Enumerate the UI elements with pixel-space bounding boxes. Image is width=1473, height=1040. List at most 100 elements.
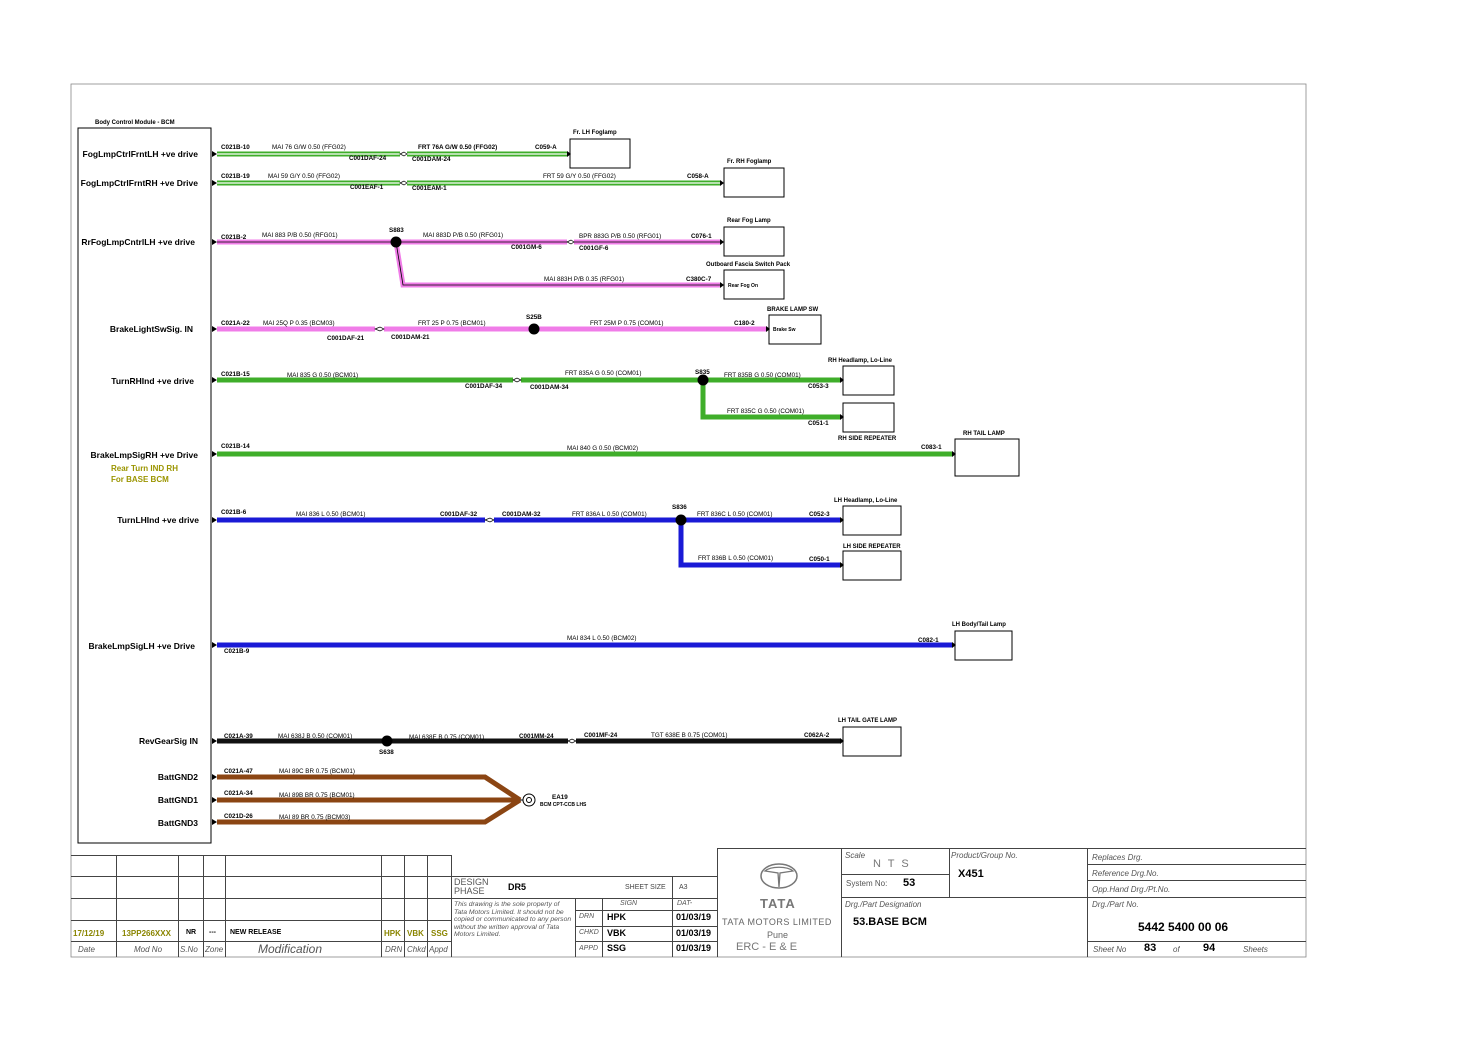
signal-brake-rh: BrakeLmpSigRH +ve Drive [91,450,199,460]
fog-lh-inline-f: C001DAF-24 [349,155,387,162]
load-connector-arrows [567,151,956,744]
sign-label: SIGN [620,900,638,907]
fog-lh-inline-m: C001DAM-24 [412,156,451,163]
opp-hand-label: Opp.Hand Drg./Pt.No. [1092,885,1171,894]
load-box-lh-body-tail [954,630,1013,661]
load-box-rr-fog [723,226,785,257]
drawing-frame [70,83,1307,958]
rev-modification: NEW RELEASE [230,929,282,936]
fog-rh-load-conn: C058-A [687,173,709,180]
bcm-connector-arrows [212,151,217,825]
note-line-2: For BASE BCM [111,475,169,484]
inline-connector-markers [374,151,577,744]
appr-drn-date: 01/03/19 [676,912,712,922]
total-sheets: 94 [1203,942,1216,954]
brakerh-load-conn: C083-1 [921,444,942,451]
rev-inline-m: C001MM-24 [519,733,554,740]
rev-chkd: VBK [407,929,424,938]
turnlh-frt2: FRT 836C L 0.50 (COM01) [697,511,772,518]
fog-lh-frt: FRT 76A G/W 0.50 (FFG02) [418,144,497,151]
turnlh-branch-load: LH SIDE REPEATER [843,544,901,550]
brakerh-load: RH TAIL LAMP [963,431,1005,437]
load-box-lh-repeater [842,550,902,581]
fog-lh-load: Fr. LH Foglamp [573,130,617,136]
signal-rr-fog: RrFogLmpCntrlLH +ve drive [81,237,195,247]
brakesw-mai: MAI 25Q P 0.35 (BCM03) [263,320,335,327]
wire-rr-fog [217,239,720,288]
brakerh-mai: MAI 840 G 0.50 (BCM02) [567,445,638,452]
fog-rh-inline-m: C001EAM-1 [412,185,447,192]
hdr-s-no: S.No [180,945,198,954]
appr-appd-role: APPD [579,945,599,952]
turnrh-load: RH Headlamp, Lo-Line [828,358,893,364]
rev-bcm-conn: C021A-39 [224,733,253,740]
fog-rh-load: Fr. RH Foglamp [727,159,772,165]
signal-gnd2: BattGND2 [158,772,198,782]
rrfog-load-conn: C076-1 [691,233,712,240]
rrfog-mai2: MAI 883D P/B 0.50 (RFG01) [423,232,503,239]
sheet-no: 83 [1144,942,1157,954]
design-phase-label: DESIGN PHASE [454,878,489,896]
signal-fog-lh: FogLmpCtrlFrntLH +ve drive [83,149,199,159]
load-box-fascia-switch [723,269,785,300]
load-box-rh-headlamp [842,365,895,396]
rrfog-branch: MAI 883H P/B 0.35 (RFG01) [544,276,624,283]
load-box-fog-rh [723,167,785,198]
gnd-w2-conn: C021A-34 [224,790,253,797]
rev-s-no: NR [186,929,197,936]
signal-rev: RevGearSig IN [139,736,198,746]
turnlh-mai: MAI 836 L 0.50 (BCM01) [296,511,365,518]
hdr-zone: Zone [205,945,224,954]
rev-mai: MAI 638J B 0.50 (COM01) [278,733,352,740]
tata-brand: TATA [760,896,796,911]
brakelh-load-conn: C082-1 [918,637,939,644]
appr-drn-role: DRN [579,913,595,920]
appr-drn-sign: HPK [607,912,627,922]
brakelh-bcm-conn: C021B-9 [224,648,250,655]
brakesw-bcm-conn: C021A-22 [221,320,250,327]
system-label: System No: [846,879,888,888]
gnd-eyelet-loc: BCM CPT-CCB LHS [540,802,587,808]
turnlh-inline-m: C001DAM-32 [502,511,541,518]
splices [381,236,709,747]
gnd-w3: MAI 89 BR 0.75 (BCM03) [279,814,350,821]
bcm-module-box [77,127,212,844]
rev-load: LH TAIL GATE LAMP [838,718,897,724]
brakerh-bcm-conn: C021B-14 [221,443,250,450]
design-phase: DR5 [508,882,527,892]
gnd-w3-conn: C021D-26 [224,813,253,820]
sheet-size-label: SHEET SIZE [625,884,666,891]
hdr-mod-no: Mod No [134,945,163,954]
turnrh-inline-m: C001DAM-34 [530,384,569,391]
turnlh-frt: FRT 836A L 0.50 (COM01) [572,511,647,518]
rev-zone: --- [209,929,216,936]
rrfog-branch-load: Outboard Fascia Switch Pack [706,262,791,268]
sheet-no-label: Sheet No [1093,945,1127,954]
gnd-w2: MAI 89B BR 0.75 (BCM01) [279,792,355,799]
gnd-w1: MAI 89C BR 0.75 (BCM01) [279,768,355,775]
rrfog-branch-pin: Rear Fog On [728,283,758,289]
company-dept: ERC - E & E [736,941,798,953]
brakesw-inline-m: C001DAM-21 [391,334,430,341]
load-box-tail-gate [842,726,902,757]
rrfog-branch-conn: C380C-7 [686,276,712,283]
fog-rh-frt: FRT 59 G/Y 0.50 (FFG02) [543,173,616,180]
gnd-w1-conn: C021A-47 [224,768,253,775]
turnlh-bcm-conn: C021B-6 [221,509,247,516]
turnrh-branch: FRT 835C G 0.50 (COM01) [727,408,804,415]
fog-rh-bcm-conn: C021B-19 [221,173,250,180]
system-no: 53 [903,877,916,889]
turnrh-branch-conn: C051-1 [808,420,829,427]
rrfog-bcm-conn: C021B-2 [221,234,247,241]
signal-fog-rh: FogLmpCtrlFrntRH +ve Drive [81,178,199,188]
fog-lh-bcm-conn: C021B-10 [221,144,250,151]
appr-chkd-sign: VBK [607,928,627,938]
product-label: Product/Group No. [951,851,1018,860]
sheet-size: A3 [679,884,688,891]
rrfog-load: Rear Fog Lamp [727,218,771,224]
scale-label: Scale [845,851,866,860]
brakesw-load-conn: C180-2 [734,320,755,327]
signal-turn-lh: TurnLHInd +ve drive [117,515,199,525]
wire-gnd [217,774,522,825]
turnlh-load-conn: C052-3 [809,511,830,518]
